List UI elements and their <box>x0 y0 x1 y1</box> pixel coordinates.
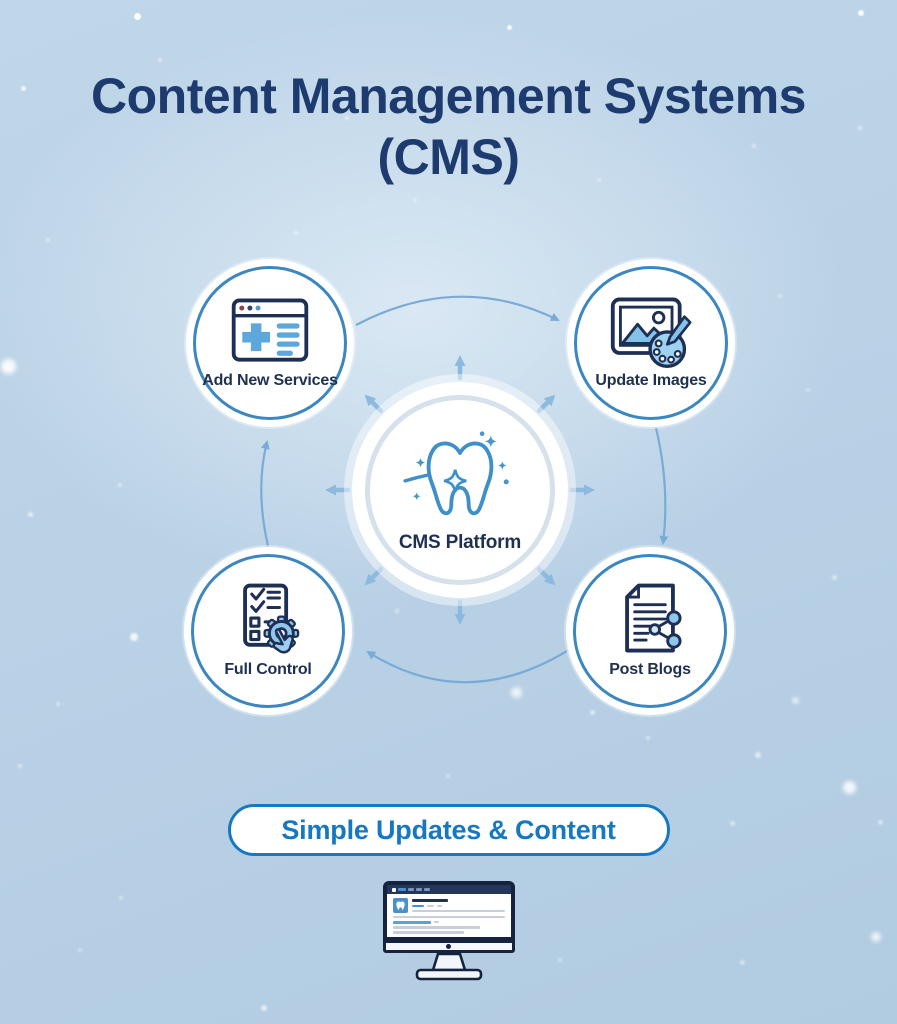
node-label: Post Blogs <box>609 660 691 678</box>
monitor-illustration <box>382 881 515 983</box>
tooth-sparkle-icon <box>403 431 509 516</box>
tooth-logo <box>392 898 408 913</box>
mini-tooth-icon <box>395 901 405 910</box>
monitor-screen <box>382 881 515 941</box>
website-navbar <box>386 885 511 894</box>
flow-arc-top <box>355 295 560 326</box>
node-post-blogs: Post Blogs <box>573 554 727 708</box>
website-content <box>387 894 511 937</box>
navbar-item <box>415 888 422 891</box>
hub-arrow-down-right <box>536 566 556 586</box>
flow-arc-left <box>260 440 270 547</box>
hub-arrow-up-left <box>364 394 384 414</box>
monitor-stand <box>415 953 482 981</box>
image-palette-icon <box>610 297 692 368</box>
navbar-item <box>397 888 406 891</box>
checklist-gear-icon <box>243 583 300 653</box>
text-bar <box>411 909 505 912</box>
monitor-power-dot <box>446 944 451 949</box>
hub-arrow-down-left <box>364 566 384 586</box>
node-update-images: Update Images <box>574 266 728 420</box>
node-label: Add New Services <box>202 371 338 389</box>
flow-arc-right <box>654 427 669 545</box>
button-bar <box>411 904 424 907</box>
hub-label: CMS Platform <box>398 532 522 553</box>
hub-cms-platform: CMS Platform <box>352 382 568 598</box>
hub-outward-arrows <box>325 355 595 625</box>
title-line-2: (CMS) <box>377 129 520 185</box>
link-bar <box>392 920 431 924</box>
node-add-new-services: Add New Services <box>193 266 347 420</box>
monitor-chin <box>382 941 515 953</box>
text-bar <box>392 915 505 918</box>
title-line-1: Content Management Systems <box>91 68 806 124</box>
text-bar <box>426 904 434 907</box>
text-bar <box>436 904 442 907</box>
navbar-item <box>423 888 430 891</box>
website-logo-mark <box>391 887 396 892</box>
hub-arrow-up-right <box>536 394 556 414</box>
navbar-item <box>407 888 414 891</box>
node-label: Full Control <box>224 660 312 678</box>
summary-badge: Simple Updates & Content <box>227 804 670 856</box>
text-bar <box>433 920 439 924</box>
headline-bar <box>411 899 448 902</box>
summary-badge-label: Simple Updates & Content <box>281 814 616 845</box>
browser-add-icon <box>231 298 309 362</box>
text-bar <box>392 926 480 929</box>
flow-arc-bottom <box>366 650 568 684</box>
node-full-control: Full Control <box>191 554 345 708</box>
text-bar <box>392 931 465 934</box>
node-label: Update Images <box>595 371 707 389</box>
website-preview <box>386 885 511 937</box>
page-title: Content Management Systems (CMS) <box>0 66 897 188</box>
document-share-icon <box>625 583 682 652</box>
